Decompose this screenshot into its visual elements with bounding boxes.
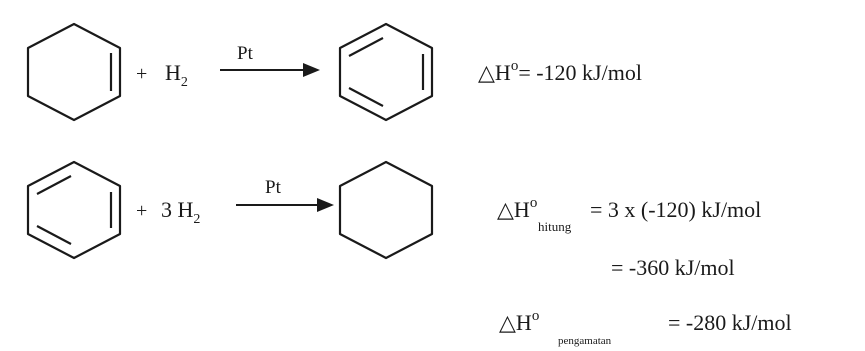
cyclohexene-ring bbox=[26, 22, 122, 122]
reagent-2-subscript: 2 bbox=[193, 212, 200, 227]
reagent-1-subscript: 2 bbox=[181, 75, 188, 90]
enthalpy-calculated-value: = 3 x (-120) kJ/mol bbox=[590, 197, 761, 222]
enthalpy-observed-subscript: pengamatan bbox=[558, 335, 612, 347]
benzene-ring bbox=[338, 22, 434, 122]
delta-symbol: △ bbox=[497, 198, 514, 223]
reagent-1-main: H bbox=[165, 60, 181, 85]
plus-sign-2: + bbox=[136, 200, 147, 222]
delta-symbol: △ bbox=[478, 61, 495, 86]
plus-sign-1: + bbox=[136, 63, 147, 85]
enthalpy-calculated: △Ho bbox=[497, 195, 537, 223]
enthalpy-symbol: H bbox=[516, 310, 532, 335]
enthalpy-symbol: H bbox=[495, 60, 511, 85]
reagent-2: 3 H2 bbox=[161, 197, 200, 227]
standard-state-superscript: o bbox=[532, 308, 540, 324]
reaction-arrow-2 bbox=[236, 198, 334, 212]
enthalpy-calculated-result: = -360 kJ/mol bbox=[611, 255, 735, 280]
enthalpy-calculated-subscript: hitung bbox=[538, 219, 572, 234]
benzene-structure-reactant bbox=[26, 160, 122, 260]
cyclohexene-structure bbox=[26, 22, 122, 122]
enthalpy-observed: △Ho bbox=[499, 308, 539, 336]
reagent-2-main: 3 H bbox=[161, 197, 194, 222]
reaction-1: + H2 Pt △Ho= -120 kJ/mol bbox=[26, 22, 642, 122]
cyclohexane-structure bbox=[338, 160, 434, 260]
enthalpy-value: = -120 kJ/mol bbox=[518, 60, 642, 85]
benzene-structure-product bbox=[338, 22, 434, 122]
cyclohexane-ring bbox=[338, 160, 434, 260]
standard-state-superscript: o bbox=[511, 58, 519, 74]
reagent-1: H2 bbox=[165, 60, 188, 90]
reaction-arrow-1 bbox=[220, 63, 320, 77]
reaction-2: + 3 H2 Pt △Ho hitung = 3 x (-120) kJ/mol… bbox=[26, 160, 792, 347]
standard-state-superscript: o bbox=[530, 195, 538, 211]
enthalpy-observed-value: = -280 kJ/mol bbox=[668, 310, 792, 335]
catalyst-label-1: Pt bbox=[237, 43, 254, 64]
benzene-ring bbox=[26, 160, 122, 260]
catalyst-label-2: Pt bbox=[265, 177, 282, 198]
delta-symbol: △ bbox=[499, 311, 516, 336]
enthalpy-symbol: H bbox=[514, 197, 530, 222]
enthalpy-1: △Ho= -120 kJ/mol bbox=[478, 58, 642, 86]
